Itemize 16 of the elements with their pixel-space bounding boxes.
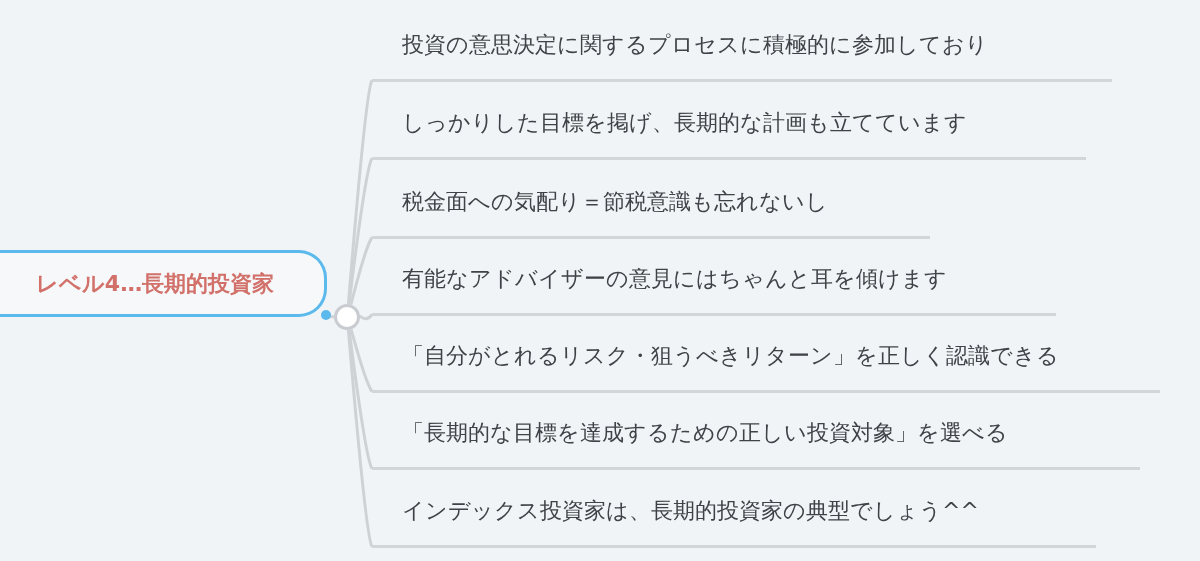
- topic-text: しっかりした目標を掲げ、長期的な計画も立てています: [402, 108, 967, 137]
- topic-text: 投資の意思決定に関するプロセスに積極的に参加しており: [402, 30, 988, 59]
- topic-box: [0, 250, 327, 317]
- topic-text: インデックス投資家は、長期的投資家の典型でしょう^^: [402, 496, 979, 525]
- branch-line: [347, 329, 374, 470]
- topic-text: レベル4…長期的投資家: [35, 269, 275, 298]
- topic-text: 「自分がとれるリスク・狙うべきリターン」を正しく認識できる: [402, 341, 1059, 370]
- topic-text: 「長期的な目標を達成するための正しい投資対象」を選べる: [402, 418, 1008, 447]
- branch-line: [349, 236, 374, 305]
- branch-line: [346, 79, 374, 305]
- topic-text: 有能なアドバイザーの意見にはちゃんと耳を傾けます: [402, 264, 947, 293]
- branch-line: [346, 329, 374, 548]
- topic-text: 税金面への気配り＝節税意識も忘れないし: [402, 187, 828, 216]
- branch-line: [349, 328, 374, 393]
- branch-line: [358, 313, 374, 321]
- collapse-circle: [334, 304, 360, 330]
